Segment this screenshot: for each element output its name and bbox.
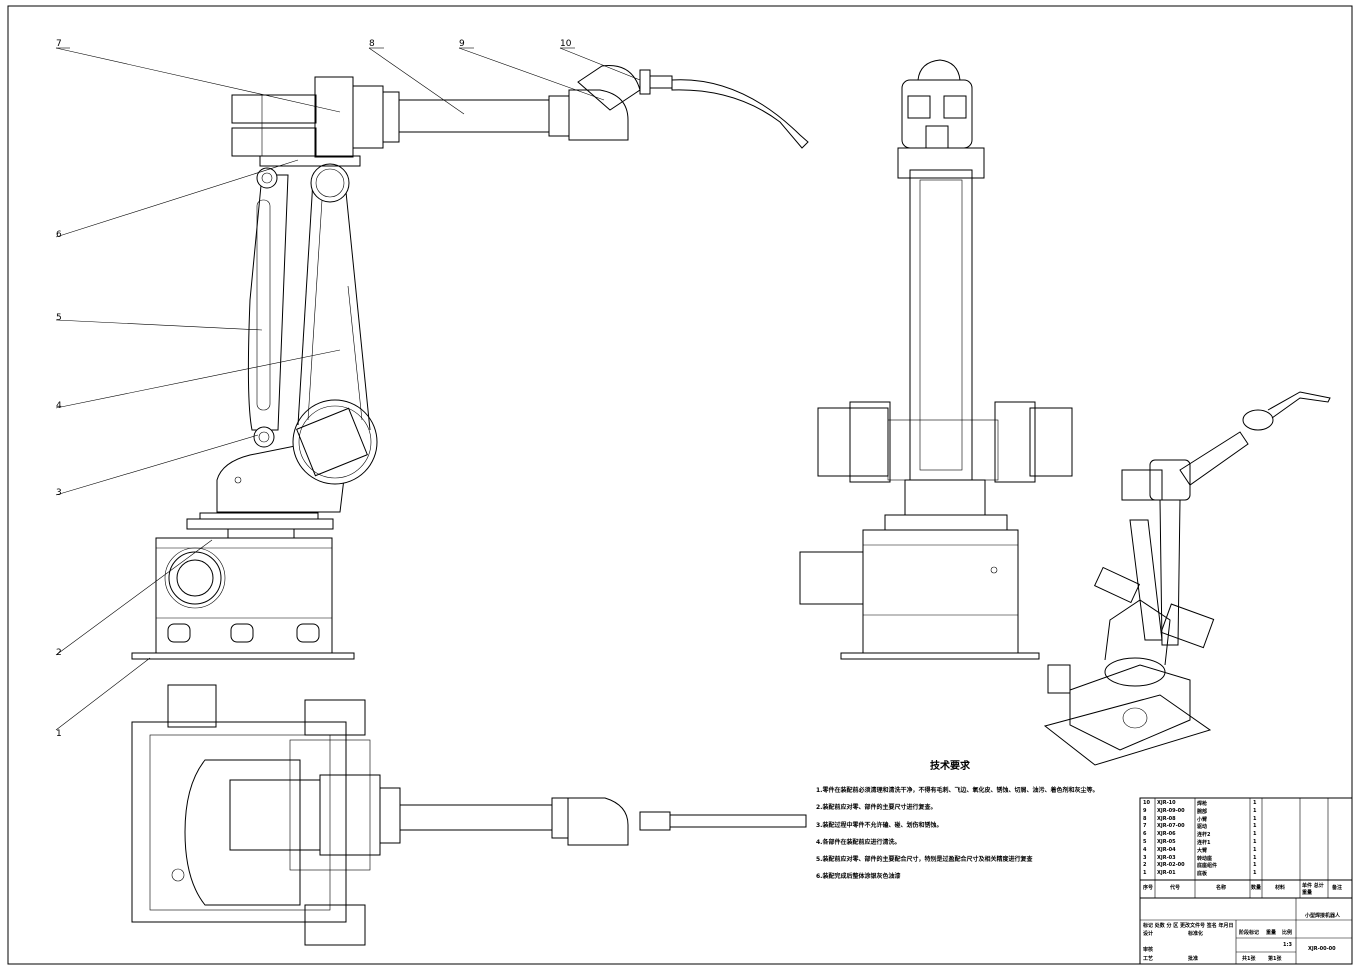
parts-row-qty: 1 [1253,870,1257,877]
sheets-total: 共1张 [1242,956,1256,962]
callout-8: 8 [369,39,375,49]
standardization-label: 标准化 [1188,931,1204,937]
callout-5: 5 [56,313,62,323]
callout-10: 10 [560,39,572,49]
header-material: 材料 [1275,885,1286,891]
header-code: 代号 [1170,885,1181,891]
parts-row-qty: 1 [1253,815,1257,822]
role-review: 审核 [1143,947,1154,953]
drawing-title: 小型焊接机器人 [1305,913,1341,919]
header-qty: 数量 [1251,885,1262,891]
scale-value: 1:3 [1283,942,1292,948]
parts-row-no: 6 [1143,831,1147,838]
requirement-5: 5.装配前应对零、部件的主要配合尺寸，特别是过盈配合尺寸及相关精度进行复查 [816,856,1033,863]
requirement-6: 6.装配完成后整体涂银灰色油漆 [816,873,901,880]
front-view [131,65,809,660]
header-name: 名称 [1216,885,1227,891]
weight-label: 重量 [1266,930,1277,936]
parts-row-code: XJR-10 [1157,800,1176,806]
requirement-2: 2.装配前应对零、部件的主要尺寸进行复查。 [816,804,937,811]
parts-row-no: 7 [1143,823,1147,830]
parts-row-no: 5 [1143,839,1147,845]
parts-row-name: 转动座 [1197,855,1213,862]
callout-9: 9 [459,39,465,49]
header-no: 序号 [1143,885,1154,891]
parts-row-no: 3 [1143,854,1147,861]
callout-4: 4 [56,401,62,411]
parts-row-qty: 1 [1253,831,1257,838]
top-view [131,684,807,946]
requirement-3: 3.装配过程中零件不允许磕、碰、划伤和锈蚀。 [816,822,943,829]
parts-row-no: 4 [1143,846,1147,853]
parts-row-no: 2 [1143,862,1147,869]
sheet-number: 第1张 [1268,956,1282,962]
parts-row-no: 1 [1143,870,1147,877]
parts-row-code: XJR-01 [1157,870,1176,877]
parts-row-name: 底板 [1197,871,1208,878]
drawing-number: XJR-00-00 [1308,946,1336,952]
role-design: 设计 [1143,931,1154,937]
parts-row-qty: 1 [1253,839,1257,845]
parts-row-code: XJR-02-00 [1157,862,1185,869]
title-block-grid [1139,797,1353,965]
parts-row-name: 连杆2 [1197,832,1211,839]
parts-row-name: 腕部 [1197,808,1208,815]
requirements-title: 技术要求 [930,761,970,772]
side-view [799,59,1073,660]
parts-row-name: 小臂 [1197,816,1208,823]
parts-row-qty: 1 [1253,800,1257,806]
parts-row-code: XJR-09-00 [1157,807,1185,814]
header-weight: 单件 总计 重量 [1302,883,1324,896]
callout-6: 6 [56,230,62,240]
isometric-view [1043,391,1331,766]
approve-label: 批准 [1188,956,1199,962]
parts-row-qty: 1 [1253,823,1257,830]
parts-row-qty: 1 [1253,807,1257,814]
parts-row-code: XJR-04 [1157,846,1176,853]
role-process: 工艺 [1143,956,1154,962]
parts-row-code: XJR-07-00 [1157,823,1185,830]
callout-2: 2 [56,648,62,658]
parts-row-code: XJR-06 [1157,831,1176,838]
requirement-1: 1.零件在装配前必须清理和清洗干净，不得有毛刺、飞边、氧化皮、锈蚀、切屑、油污、… [816,787,1099,794]
parts-row-qty: 1 [1253,854,1257,861]
parts-row-name: 驱动 [1197,824,1208,831]
scale-label: 比例 [1282,930,1293,936]
parts-row-qty: 1 [1253,846,1257,853]
parts-row-name: 大臂 [1197,847,1208,854]
revision-headers: 标记 处数 分 区 更改文件号 签名 年月日 [1143,923,1234,929]
callout-1: 1 [56,729,62,739]
header-note: 备注 [1332,885,1343,891]
parts-row-qty: 1 [1253,862,1257,869]
stage-label: 阶段标记 [1239,930,1260,936]
callout-7: 7 [56,39,62,49]
parts-row-no: 9 [1143,807,1147,814]
callout-leaders [55,47,641,731]
callout-3: 3 [56,488,62,498]
parts-row-code: XJR-05 [1157,839,1176,845]
parts-row-name: 连杆1 [1197,840,1211,846]
parts-row-name: 底座组件 [1197,863,1218,870]
parts-row-no: 10 [1143,800,1150,806]
drawing-frame [7,5,1353,965]
requirement-4: 4.各部件在装配前应进行清洗。 [816,839,901,846]
parts-row-name: 焊枪 [1197,801,1208,807]
parts-row-code: XJR-03 [1157,854,1176,861]
parts-row-no: 8 [1143,815,1147,822]
parts-row-code: XJR-08 [1157,815,1176,822]
